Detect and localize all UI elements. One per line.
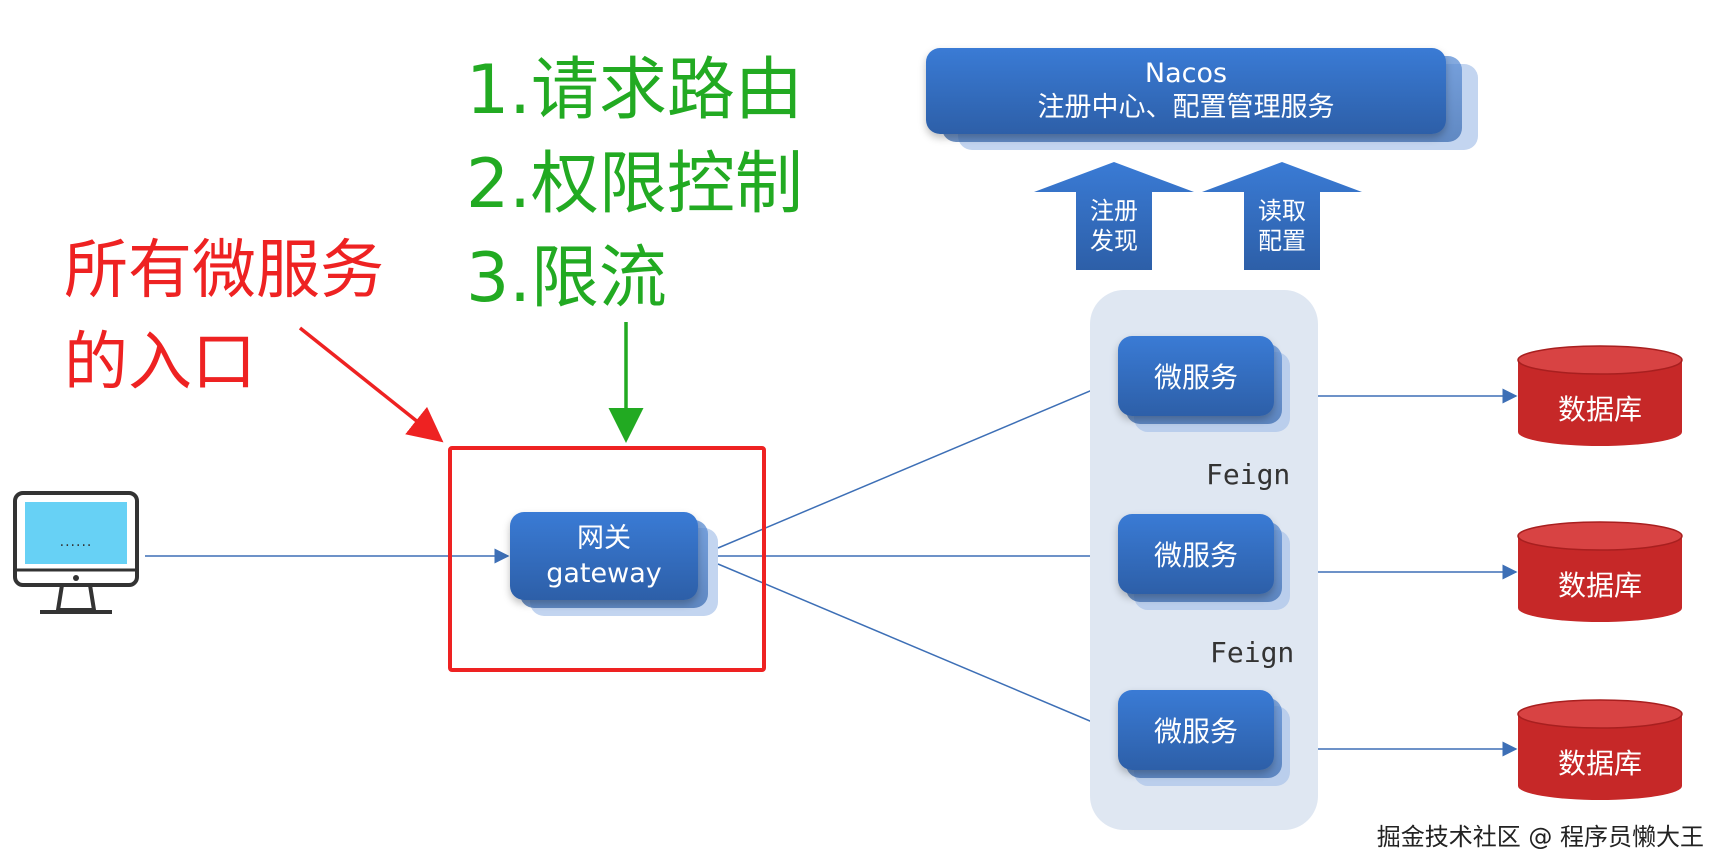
- entry-annotation-line: 所有微服务: [64, 234, 384, 308]
- arrow-label-line: 读取: [1258, 197, 1306, 225]
- gateway-features-annotation: 1.请求路由 2.权限控制 3.限流: [466, 51, 803, 336]
- nacos-box: Nacos 注册中心、配置管理服务: [926, 48, 1446, 134]
- arrow-label-line: 配置: [1258, 227, 1306, 255]
- read-config-label: 读取 配置: [1202, 196, 1362, 256]
- gateway-label-en: gateway: [546, 558, 662, 589]
- watermark: 掘金技术社区 @ 程序员懒大王: [1376, 823, 1704, 851]
- feature-routing: 1.请求路由: [466, 51, 803, 130]
- service-label: 微服务: [1153, 539, 1238, 572]
- entry-annotation: 所有微服务 的入口: [64, 236, 384, 420]
- database-label: 数据库: [1557, 569, 1642, 602]
- service-label: 微服务: [1153, 361, 1238, 394]
- database-label: 数据库: [1557, 747, 1642, 780]
- nacos-title: Nacos: [1144, 58, 1228, 90]
- entry-annotation-arrow: [298, 326, 444, 443]
- database-cylinder-icon: [1517, 521, 1683, 622]
- database-3: 数据库: [1516, 698, 1684, 802]
- nacos-subtitle: 注册中心、配置管理服务: [1037, 92, 1335, 123]
- database-label: 数据库: [1557, 393, 1642, 426]
- service-box-1: 微服务: [1118, 336, 1274, 416]
- client-monitor-icon: ......: [12, 490, 140, 620]
- gateway-label-cn: 网关: [577, 522, 631, 554]
- arrow-label-line: 注册: [1090, 197, 1138, 225]
- feign-label-1: Feign: [1206, 458, 1291, 491]
- gateway-to-service3-arrow: [717, 563, 1118, 734]
- register-discover-arrow: 注册 发现: [1034, 162, 1194, 270]
- entry-annotation-line: 的入口: [64, 326, 256, 400]
- screen-text: ......: [59, 534, 93, 550]
- service-box-3: 微服务: [1118, 690, 1274, 770]
- database-cylinder-icon: [1517, 699, 1683, 800]
- up-arrow-icon: [1034, 162, 1194, 270]
- feature-auth: 2.权限控制: [466, 145, 803, 224]
- database-cylinder-icon: [1517, 345, 1683, 446]
- feign-label-2: Feign: [1210, 636, 1295, 669]
- gateway-box: 网关 gateway: [510, 512, 698, 600]
- gateway-highlight-frame: [448, 446, 766, 672]
- gateway-to-service1-arrow: [717, 378, 1118, 549]
- read-config-arrow: 读取 配置: [1202, 162, 1362, 270]
- arrow-label-line: 发现: [1090, 227, 1138, 255]
- database-2: 数据库: [1516, 520, 1684, 624]
- service-box-2: 微服务: [1118, 514, 1274, 594]
- register-discover-label: 注册 发现: [1034, 196, 1194, 256]
- service-label: 微服务: [1153, 715, 1238, 748]
- feature-rate-limit: 3.限流: [466, 239, 667, 318]
- database-1: 数据库: [1516, 344, 1684, 448]
- up-arrow-icon: [1202, 162, 1362, 270]
